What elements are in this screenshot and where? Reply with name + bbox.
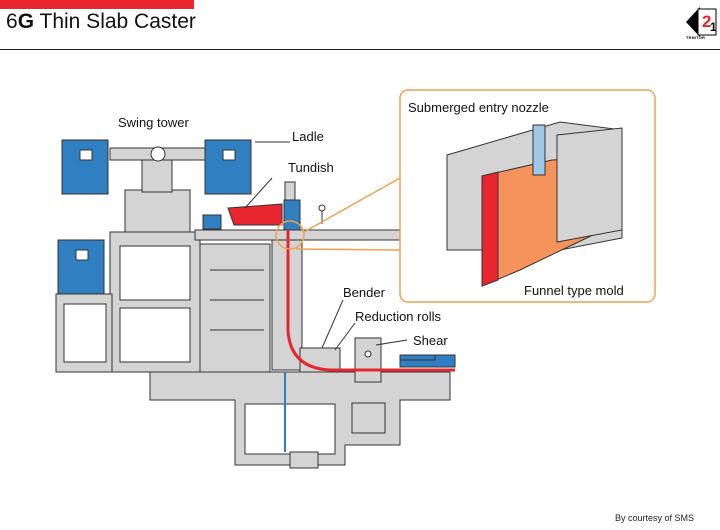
svg-text:2: 2 — [702, 12, 711, 31]
caster-column — [284, 181, 296, 201]
swing-tower-pivot — [150, 146, 166, 162]
mold-side-plate — [556, 127, 623, 243]
ladle-left — [61, 139, 109, 195]
bottom-equipment — [351, 402, 386, 434]
ladle-spare — [57, 239, 105, 295]
submerged-entry-nozzle — [532, 124, 546, 176]
header-divider — [0, 49, 720, 50]
swing-tower-base — [124, 189, 191, 233]
main-structure-window — [119, 245, 191, 301]
logo-wordmark: TRINTOR — [686, 35, 706, 40]
tundish — [227, 203, 283, 226]
left-platform-window — [63, 303, 107, 363]
ladle-right — [204, 139, 252, 195]
mold-callout-circle — [275, 220, 305, 250]
casting-platform — [194, 229, 401, 241]
ladle-small — [202, 214, 222, 230]
label-bender: Bender — [343, 285, 386, 300]
label-reduction-rolls: Reduction rolls — [355, 309, 441, 324]
header-accent-bar — [0, 0, 194, 9]
svg-text:1: 1 — [710, 20, 717, 34]
mold-frame — [283, 199, 301, 231]
foundation-pit — [244, 403, 336, 455]
label-tundish: Tundish — [288, 160, 334, 175]
courtesy-credit: By courtesy of SMS — [615, 513, 695, 523]
mold-broad-face — [481, 171, 499, 287]
label-ladle: Ladle — [292, 129, 324, 144]
mid-structure — [199, 243, 271, 385]
swing-tower-column — [141, 159, 173, 193]
page-title: 6G Thin Slab Caster — [6, 10, 196, 33]
label-funnel-type-mold: Funnel type mold — [524, 283, 624, 298]
label-swing-tower: Swing tower — [118, 115, 189, 130]
company-logo-icon: 2 1 — [686, 7, 717, 37]
slab-strand — [286, 230, 455, 372]
label-submerged-entry-nozzle: Submerged entry nozzle — [408, 100, 549, 115]
pit-equipment — [289, 451, 319, 469]
label-shear: Shear — [413, 333, 448, 348]
main-structure-window — [119, 307, 191, 363]
